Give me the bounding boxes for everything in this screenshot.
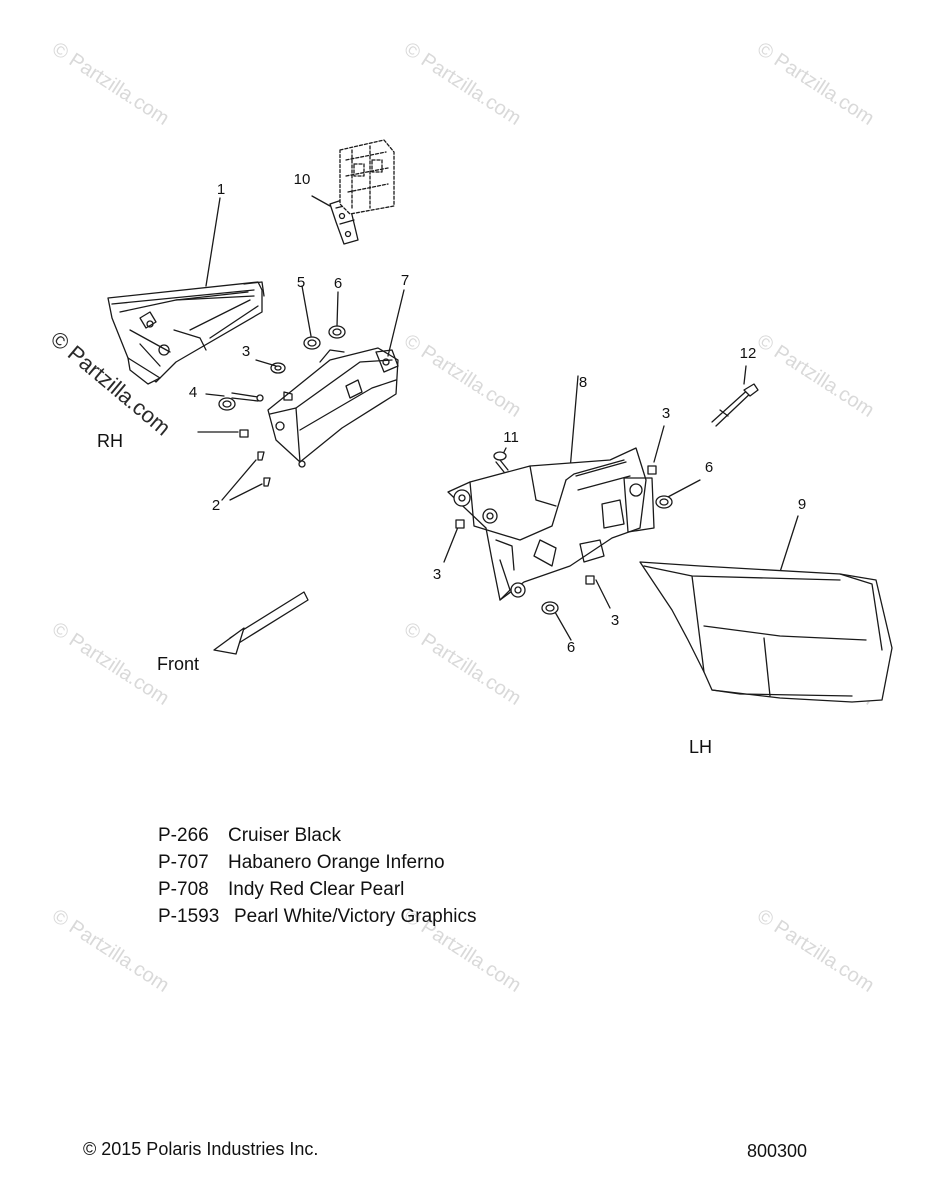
front-label: Front [157, 654, 200, 674]
lh-fasteners [455, 465, 673, 615]
paint-name: Cruiser Black [228, 825, 341, 846]
paint-name: Habanero Orange Inferno [228, 852, 445, 873]
callout-6: 6 [704, 459, 714, 476]
lh-side-cover [639, 561, 893, 703]
callout-3: 3 [610, 612, 620, 629]
rh-fasteners [218, 325, 346, 487]
paint-code-row: P-708 Indy Red Clear Pearl [158, 876, 477, 903]
callout-4: 4 [188, 384, 198, 401]
paint-code-row: P-1593 Pearl White/Victory Graphics [158, 903, 477, 930]
paint-code-row: P-707 Habanero Orange Inferno [158, 849, 477, 876]
callout-6: 6 [333, 275, 343, 292]
callout-10: 10 [293, 171, 311, 188]
callout-3: 3 [432, 566, 442, 583]
leader-lines [197, 195, 799, 641]
paint-name: Pearl White/Victory Graphics [234, 906, 477, 927]
callout-6: 6 [566, 639, 576, 656]
paint-name: Indy Red Clear Pearl [228, 879, 405, 900]
rh-label: RH [97, 431, 123, 451]
paint-code-list: P-266 Cruiser Black P-707 Habanero Orange … [158, 822, 477, 930]
paint-code: P-266 [158, 825, 209, 846]
callout-12: 12 [739, 345, 757, 362]
paint-code: P-707 [158, 852, 209, 873]
callout-5: 5 [296, 274, 306, 291]
callout-11: 11 [503, 429, 519, 446]
lh-label: LH [689, 737, 713, 757]
diagram-number: 800300 [747, 1141, 808, 1161]
callout-7: 7 [400, 272, 410, 289]
relay [339, 139, 395, 215]
front-arrow [213, 591, 309, 655]
rh-side-cover [107, 281, 265, 385]
callout-8: 8 [578, 374, 588, 391]
lh-mount-bracket [447, 447, 655, 601]
copyright-notice: © 2015 Polaris Industries Inc. [83, 1139, 319, 1159]
paint-code: P-1593 [158, 906, 220, 927]
callout-2: 2 [211, 497, 221, 514]
bolt-11 [493, 451, 509, 473]
callout-3: 3 [661, 405, 671, 422]
paint-code-row: P-266 Cruiser Black [158, 822, 477, 849]
rh-mount-bracket [267, 347, 399, 468]
callout-9: 9 [797, 496, 807, 513]
cable-tie [711, 383, 759, 427]
callout-3: 3 [241, 343, 251, 360]
paint-code: P-708 [158, 879, 209, 900]
callout-1: 1 [216, 181, 226, 198]
